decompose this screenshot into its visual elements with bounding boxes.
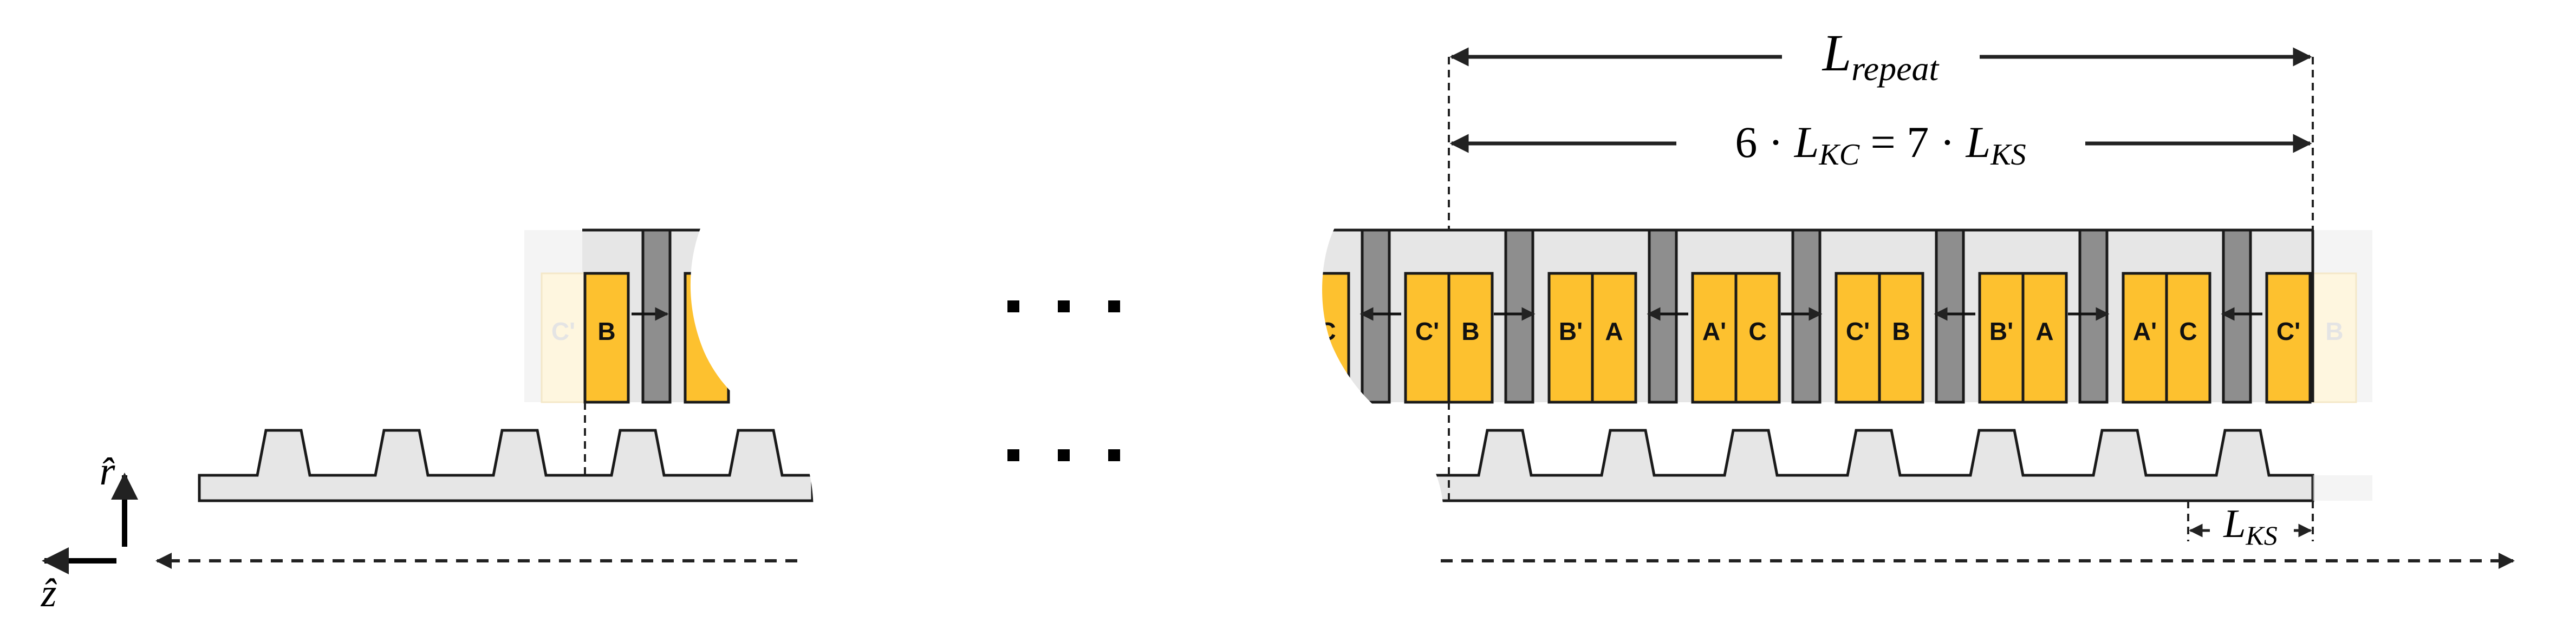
equation-middle: = 7 ·	[1859, 117, 1966, 167]
z-axis-label: ẑ	[41, 571, 57, 615]
right-break-mask	[1289, 222, 1443, 509]
coil-label-11: A'	[2133, 317, 2157, 345]
coil-6	[1734, 272, 1781, 404]
coil-5	[1691, 272, 1738, 404]
separator-0	[1361, 228, 1391, 404]
separator-2	[1648, 228, 1678, 404]
right-section: B CC'BB'AA'CC'BB'AA'CC'	[1298, 228, 2372, 502]
left-coil-faded	[541, 272, 586, 403]
separator-3	[1791, 228, 1822, 404]
right-toothed-rail	[1298, 429, 2314, 502]
coil-label-10: A	[2035, 317, 2053, 345]
left-toothed-rail	[198, 429, 814, 502]
coil-label-6: C	[1748, 317, 1766, 345]
coil-label-3: B'	[1559, 317, 1583, 345]
coil-label-8: B	[1892, 317, 1910, 345]
coil-label-2: B	[1461, 317, 1479, 345]
equation-ks-subscript: KS	[1990, 138, 2026, 172]
coil-3	[1547, 272, 1594, 404]
coil-label-7: C'	[1846, 317, 1870, 345]
separator-4	[1935, 228, 1965, 404]
ks-label: LKS	[2223, 502, 2278, 551]
left-break-mask	[690, 222, 921, 509]
equation-prefix: 6 ·	[1735, 117, 1794, 167]
separator-1	[1504, 228, 1534, 404]
repeat-subscript: repeat	[1851, 49, 1940, 88]
left-coil-faded-label: C'	[551, 317, 575, 345]
left-coil-b	[583, 272, 630, 404]
ellipsis-bottom	[1007, 449, 1120, 461]
repeat-label: Lrepeat	[1822, 24, 1940, 88]
coil-label-13: C'	[2276, 317, 2300, 345]
r-axis-label: r̂	[100, 449, 116, 494]
coil-2	[1447, 272, 1494, 404]
right-coils: CC'BB'AA'CC'BB'AA'CC'	[1304, 272, 2312, 404]
coil-label-1: C'	[1415, 317, 1439, 345]
coordinate-axes: r̂ ẑ	[41, 449, 138, 615]
right-coil-faded	[2312, 272, 2357, 403]
equation-ks-symbol: L	[1966, 117, 1991, 167]
equation-kc-subscript: KC	[1818, 138, 1859, 172]
right-rail-extension	[2313, 475, 2372, 501]
equation-label: 6 · LKC = 7 · LKS	[1735, 117, 2026, 172]
coil-label-5: A'	[1702, 317, 1726, 345]
coil-8	[1878, 272, 1924, 404]
coil-13	[2265, 272, 2312, 404]
right-coil-faded-label: B	[2325, 317, 2343, 345]
left-coil-b-label: B	[597, 317, 615, 345]
coil-label-12: C	[2179, 317, 2197, 345]
ks-symbol: L	[2223, 502, 2246, 546]
left-separator	[641, 228, 672, 404]
left-section: C' B	[198, 228, 814, 502]
coil-label-9: B'	[1989, 317, 2013, 345]
ellipsis-top	[1007, 300, 1120, 312]
ks-subscript: KS	[2245, 520, 2277, 551]
coil-12	[2165, 272, 2211, 404]
equation-kc-symbol: L	[1794, 117, 1819, 167]
coil-label-4: A	[1605, 317, 1623, 345]
separator-5	[2078, 228, 2109, 404]
repeat-symbol: L	[1822, 24, 1851, 82]
separator-6	[2222, 228, 2252, 404]
coil-4	[1591, 272, 1637, 404]
coil-10	[2021, 272, 2068, 404]
